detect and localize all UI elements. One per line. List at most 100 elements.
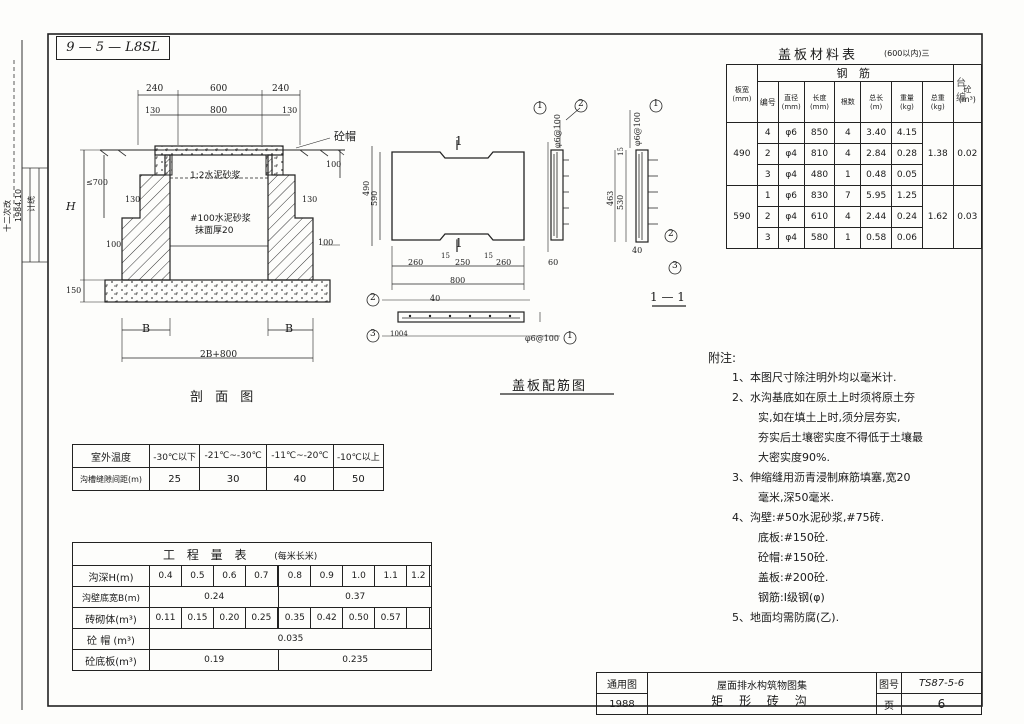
- q-base-right: 0.235: [278, 649, 432, 671]
- label-bottom-width: 2B+800: [200, 350, 238, 360]
- section-11-drawing: [614, 99, 686, 307]
- q-cell: [406, 607, 431, 629]
- section-mark-top: 1: [455, 134, 463, 148]
- tb-sheet-code: TS87-5-6: [901, 672, 982, 694]
- q-cell: 0.11: [149, 607, 182, 629]
- mt-490-total: 1.38: [921, 122, 954, 186]
- mt-cell: 2: [756, 206, 779, 228]
- mt-cell: φ6: [777, 122, 805, 144]
- sec11-phi: φ6@100: [633, 112, 642, 146]
- label-130-b: 130: [302, 195, 318, 204]
- q-cell: 1.2: [406, 565, 431, 587]
- note-line: 毫米,深50毫米.: [758, 491, 834, 504]
- note-line: 钢筋:I级钢(φ): [758, 591, 825, 604]
- section-view-title: 剖 面 图: [190, 390, 258, 405]
- corner-scribble: 台 编: [956, 78, 966, 104]
- mt-cell: 1: [834, 227, 862, 249]
- circle-label-3: 3: [370, 329, 376, 339]
- note-line: 3、伸缩缝用沥青浸制麻筋填塞,宽20: [732, 471, 911, 484]
- temp-cell: -21℃~-30℃: [199, 444, 267, 468]
- temp-label: 室外温度: [72, 444, 150, 468]
- gap-cell: 30: [199, 467, 267, 491]
- drawing-code: 9 — 5 — L8SL: [56, 36, 170, 60]
- sec11-530: 530: [616, 194, 625, 210]
- q-cell: 0.7: [244, 565, 278, 587]
- gap-label: 沟槽缝隙间距(m): [72, 467, 150, 491]
- label-100-b: 100: [318, 238, 334, 247]
- temp-cell: -10℃以上: [332, 444, 385, 468]
- label-phi-bottom: φ6@100: [525, 334, 559, 343]
- tb-title-cell: 屋面排水构筑物图集 矩 形 砖 沟: [647, 672, 877, 715]
- mt-h-len: 长度 (mm): [803, 81, 836, 123]
- dim-800: 800: [210, 106, 228, 116]
- q-cell: 0.5: [180, 565, 214, 587]
- dim-15-right: 15: [484, 252, 493, 260]
- mt-h-total-len: 总长 (m): [860, 81, 893, 123]
- dim-15-left: 15: [441, 252, 450, 260]
- mt-h-width: 板宽 (mm): [726, 64, 758, 123]
- notes-heading: 附注:: [708, 351, 737, 365]
- mt-cell: φ4: [777, 143, 805, 165]
- label-100-a: 100: [106, 240, 122, 249]
- dim-260-left: 260: [408, 258, 424, 267]
- mt-590-concrete: 0.03: [952, 185, 983, 249]
- q-cell: 0.6: [212, 565, 246, 587]
- q-base-label: 砼底板(m³): [72, 649, 150, 671]
- q-cell: 0.9: [310, 565, 344, 587]
- dim-40-plate: 40: [430, 294, 441, 303]
- mt-cell: 0.06: [891, 227, 923, 249]
- tb-page-no: 6: [901, 693, 982, 715]
- q-cell: 0.8: [278, 565, 312, 587]
- q-cell: 0.15: [180, 607, 214, 629]
- q-cell: 1.0: [342, 565, 376, 587]
- label-b-left: B: [142, 322, 151, 335]
- q-width-right: 0.37: [278, 586, 432, 608]
- q-cap-label: 砼 帽 (m³): [72, 628, 150, 650]
- mt-h-no: 编号: [756, 81, 779, 123]
- mt-cell: 610: [803, 206, 836, 228]
- note-line: 实,如在填土上时,须分层夯实,: [758, 411, 901, 424]
- label-concrete-cap: 砼帽: [334, 130, 356, 143]
- label-wall-note-1: #100水泥砂浆: [190, 214, 251, 224]
- mt-cell: 3.40: [860, 122, 893, 144]
- mt-cell: 0.48: [860, 164, 893, 186]
- mt-590-total: 1.62: [921, 185, 954, 249]
- q-cell: 1.1: [374, 565, 408, 587]
- quantity-table: 工 程 量 表 (每米长米) 沟深H(m) 0.4 0.5 0.6 0.7 0.…: [72, 542, 432, 671]
- q-cap-value: 0.035: [149, 628, 432, 650]
- section-11-title: 1 — 1: [650, 290, 685, 304]
- q-depth-label: 沟深H(m): [72, 565, 150, 587]
- cover-plate-title: 盖板配筋图: [512, 379, 588, 394]
- mt-cell: 4: [834, 206, 862, 228]
- mt-490-width: 490: [726, 122, 758, 186]
- sec11-15: 15: [617, 147, 625, 156]
- label-wall-note-2: 抹面厚20: [195, 226, 234, 236]
- sec11-40: 40: [632, 246, 643, 255]
- mt-cell: 2: [756, 143, 779, 165]
- circle-label-1-bottom: 1: [567, 331, 573, 341]
- mt-cell: 7: [834, 185, 862, 207]
- q-cell: [429, 565, 432, 587]
- mt-cell: 810: [803, 143, 836, 165]
- label-mortar: 1:2水泥砂浆: [190, 171, 241, 181]
- mt-h-total-weight: 总重 (kg): [921, 81, 954, 123]
- temp-cell: -11℃~-20℃: [265, 444, 334, 468]
- q-base-left: 0.19: [148, 649, 280, 671]
- mt-cell: 830: [803, 185, 836, 207]
- material-table-title: 盖板材料表: [778, 48, 859, 63]
- mt-h-dia: 直径 (mm): [777, 81, 805, 123]
- dim-240-right: 240: [272, 84, 290, 94]
- dim-60-plate: 60: [548, 258, 559, 267]
- q-cell: 0.20: [212, 607, 246, 629]
- mt-cell: 4.15: [891, 122, 923, 144]
- q-width-label: 沟壁底宽B(m): [72, 586, 150, 608]
- temperature-table: 室外温度 -30℃以下 -21℃~-30℃ -11℃~-20℃ -10℃以上 沟…: [72, 444, 385, 491]
- dim-260-right: 260: [496, 258, 512, 267]
- mt-cell: 3: [756, 227, 779, 249]
- notes-block: 附注: 1、本图尺寸除注明外均以毫米计. 2、水沟基底如在原土上时须将原土夯 实…: [708, 348, 978, 628]
- q-cell: 0.25: [244, 607, 278, 629]
- section-view-drawing: [80, 90, 345, 362]
- mt-cell: φ6: [777, 185, 805, 207]
- mt-cell: 850: [803, 122, 836, 144]
